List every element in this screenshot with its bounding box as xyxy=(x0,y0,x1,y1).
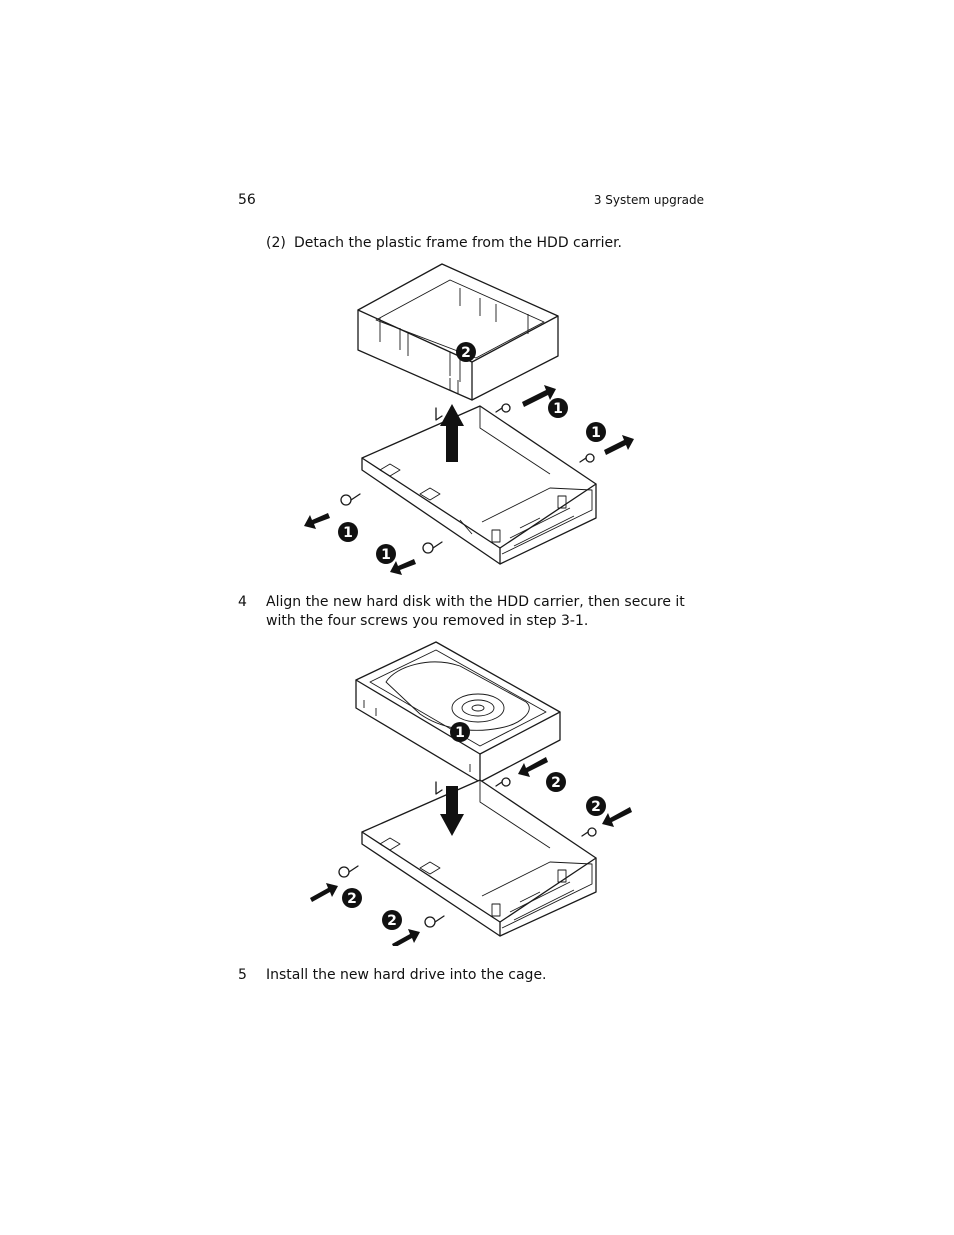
plastic-frame-illustration xyxy=(357,263,559,401)
svg-text:2: 2 xyxy=(347,891,357,907)
up-arrow-icon xyxy=(440,404,464,462)
direction-arrows xyxy=(304,385,634,575)
callout-badge: 1 xyxy=(450,722,470,742)
callout-badge: 2 xyxy=(546,772,566,792)
screw-icons xyxy=(338,777,597,928)
step-4-number: 4 xyxy=(238,594,247,610)
svg-text:1: 1 xyxy=(455,725,465,741)
step-5-number: 5 xyxy=(238,967,247,983)
hard-disk-illustration xyxy=(355,641,561,783)
direction-arrows xyxy=(310,757,632,946)
arrow-out-icon xyxy=(390,559,416,575)
arrow-in-icon xyxy=(602,807,632,827)
arrow-out-icon xyxy=(522,385,556,407)
svg-text:1: 1 xyxy=(343,525,353,541)
hdd-carrier-illustration xyxy=(361,405,597,565)
screw-icons xyxy=(340,403,595,554)
arrow-in-icon xyxy=(392,929,420,946)
chapter-title: 3 System upgrade xyxy=(593,193,704,207)
svg-text:2: 2 xyxy=(387,913,397,929)
callout-badge: 2 xyxy=(586,796,606,816)
svg-text:1: 1 xyxy=(591,425,601,441)
callout-badge: 2 xyxy=(456,342,476,362)
callout-badge: 2 xyxy=(342,888,362,908)
substep-text: Detach the plastic frame from the HDD ca… xyxy=(294,235,623,251)
step-5-text: Install the new hard drive into the cage… xyxy=(266,967,547,983)
callout-badge: 1 xyxy=(548,398,568,418)
arrow-out-icon xyxy=(304,513,330,529)
substep-label: (2) xyxy=(266,235,286,251)
hdd-carrier-illustration xyxy=(361,779,597,937)
step-4-text: Align the new hard disk with the HDD car… xyxy=(266,594,685,629)
figure-detach-frame: 2 1 1 1 1 xyxy=(304,263,634,575)
svg-text:1: 1 xyxy=(553,401,563,417)
callout-badge: 1 xyxy=(376,544,396,564)
svg-text:2: 2 xyxy=(461,345,471,361)
page-number: 56 xyxy=(238,192,256,208)
callout-badge: 1 xyxy=(338,522,358,542)
down-arrow-icon xyxy=(440,786,464,836)
callout-badge: 2 xyxy=(382,910,402,930)
arrow-in-icon xyxy=(518,757,548,777)
svg-text:2: 2 xyxy=(591,799,601,815)
svg-text:2: 2 xyxy=(551,775,561,791)
arrow-in-icon xyxy=(310,883,338,902)
figure-install-hdd: 1 2 2 2 2 xyxy=(310,641,632,946)
svg-text:1: 1 xyxy=(381,547,391,563)
callout-badge: 1 xyxy=(586,422,606,442)
arrow-out-icon xyxy=(604,435,634,455)
